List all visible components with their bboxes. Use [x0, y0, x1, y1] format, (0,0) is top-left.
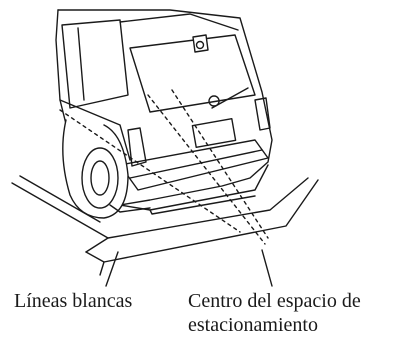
- parking-center-label: Centro del espacio de estacionamiento: [188, 289, 361, 337]
- white-line-guide: [59, 109, 241, 233]
- parking-center-line1: Centro del espacio de: [188, 290, 361, 312]
- rear-tire: [62, 119, 151, 219]
- parking-center-line2: estacionamiento: [188, 314, 318, 336]
- leader-lines: [105, 249, 273, 287]
- white-lines-label: Líneas blancas: [14, 289, 132, 313]
- center-guide: [147, 89, 269, 245]
- rear-camera-icon: [192, 34, 209, 53]
- white-lines-text: Líneas blancas: [14, 290, 133, 312]
